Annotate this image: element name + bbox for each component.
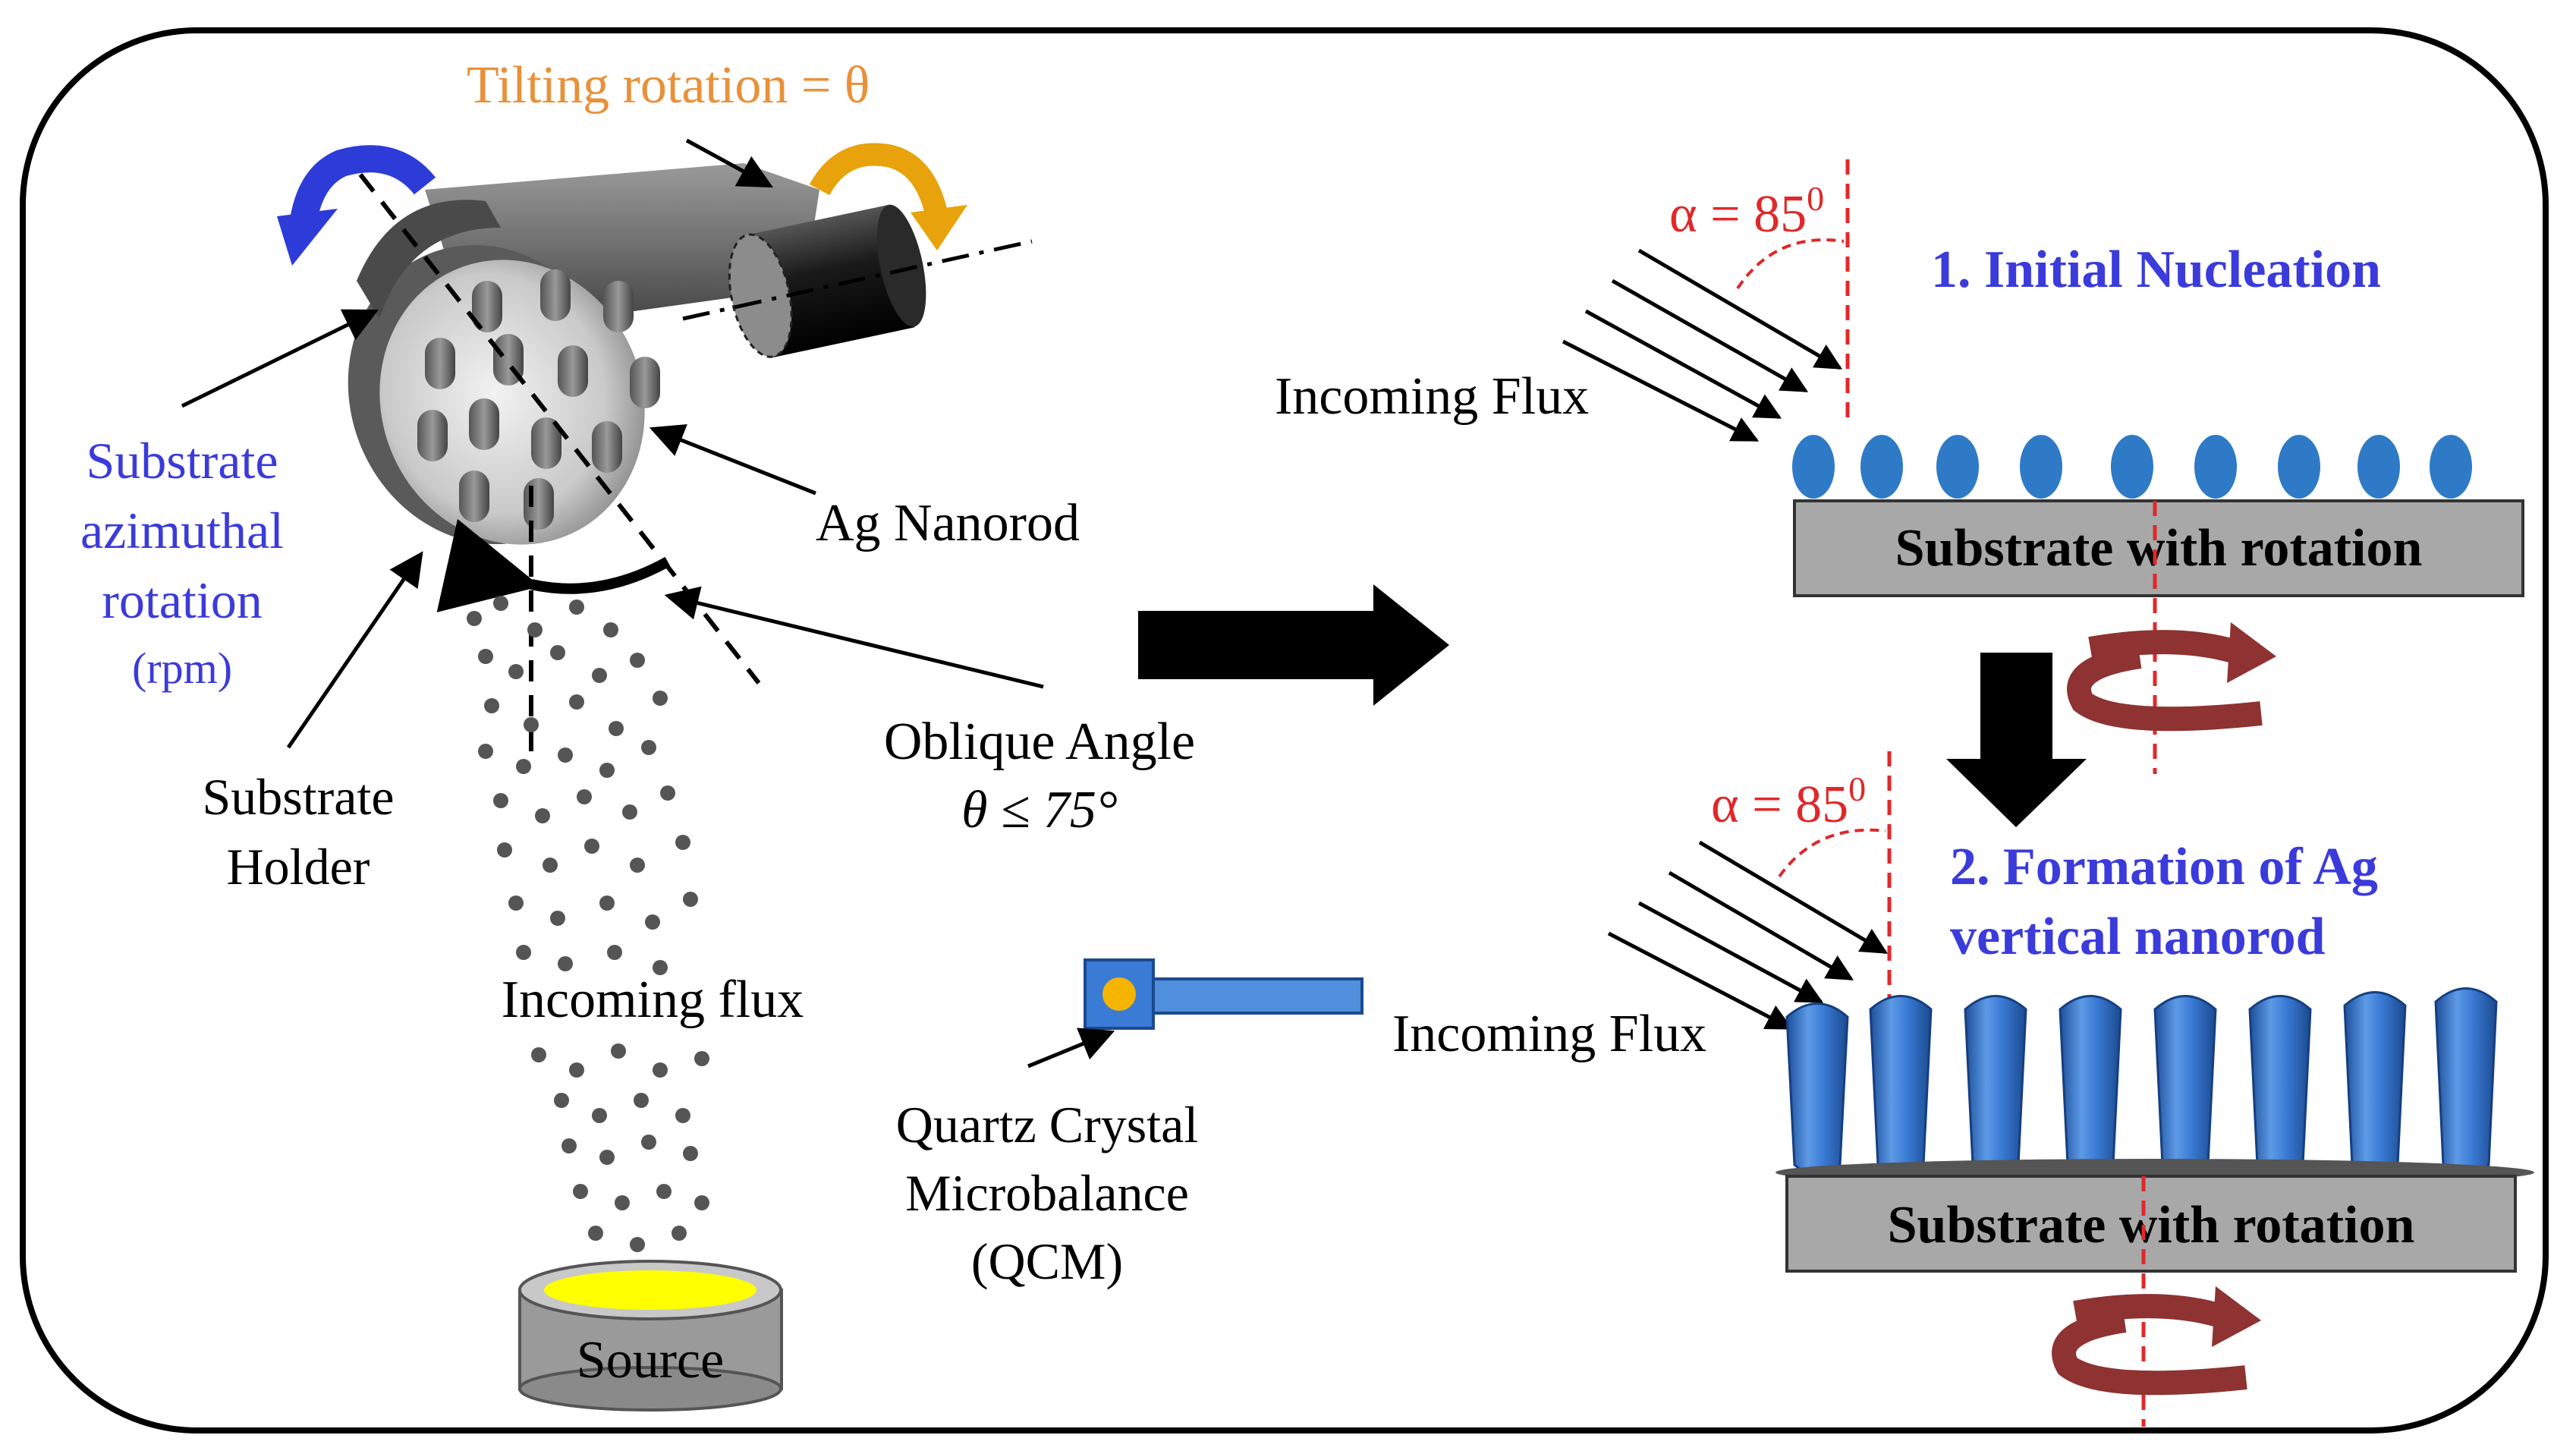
step2-title-line1: 2. Formation of Ag <box>1950 838 2378 896</box>
oblique-pointer <box>664 586 1044 689</box>
step2-flux-arrows <box>1607 840 1889 1031</box>
step1-substrate <box>1793 499 2524 597</box>
step1-nuclei <box>1792 435 2472 499</box>
step2-angle-arc <box>1778 828 1886 878</box>
holder-pointer <box>286 551 423 749</box>
step2-nanorods <box>1785 987 2498 1175</box>
flux-particles <box>467 596 709 1252</box>
step1-flux-label: Incoming Flux <box>1275 367 1589 426</box>
oblique-angle-label: Oblique Angle <box>884 713 1195 771</box>
holder-label: Substrate Holder <box>202 768 394 895</box>
azimuthal-label: Substrate azimuthal rotation (rpm) <box>80 432 284 693</box>
source-material <box>544 1270 756 1310</box>
svg-text:azimuthal: azimuthal <box>80 502 284 559</box>
tilting-label: Tilting rotation = θ <box>467 56 870 115</box>
step1-substrate-label: Substrate with rotation <box>1895 519 2423 578</box>
step1-rotation-arrow <box>2067 622 2276 732</box>
process-arrow-right <box>1138 584 1449 706</box>
step1-angle-arc <box>1736 238 1845 290</box>
incoming-flux-label-left: Incoming flux <box>502 971 804 1029</box>
step1-flux-arrows <box>1562 248 1843 442</box>
step2-alpha: α = 850 <box>1711 769 1866 834</box>
step2-flux-label: Incoming Flux <box>1392 1005 1706 1063</box>
source-label: Source <box>577 1331 724 1389</box>
qcm-device <box>1084 958 1363 1030</box>
svg-text:Quartz Crystal: Quartz Crystal <box>896 1096 1198 1153</box>
step2-substrate <box>1785 1175 2517 1273</box>
svg-text:(rpm): (rpm) <box>132 644 232 693</box>
qcm-pointer <box>1027 1028 1115 1068</box>
step2-rotation-arrow <box>2052 1286 2261 1396</box>
source-crucible <box>518 1260 783 1412</box>
svg-text:(QCM): (QCM) <box>971 1232 1123 1290</box>
step1-panel: 1. Initial Nucleation α = 850 Incoming F… <box>1275 159 2524 774</box>
nanorod-pads <box>417 269 660 530</box>
step1-alpha: α = 850 <box>1669 179 1824 244</box>
svg-text:Substrate: Substrate <box>202 768 394 826</box>
svg-text:Holder: Holder <box>227 838 370 895</box>
nanorod-label: Ag Nanorod <box>816 494 1080 552</box>
holder-disc-face <box>379 260 645 545</box>
azimuthal-pointer <box>181 309 379 408</box>
azimuthal-rotation-arrow <box>277 145 436 266</box>
tilt-axis <box>682 239 1033 321</box>
step1-title: 1. Initial Nucleation <box>1931 241 2381 299</box>
svg-text:Substrate: Substrate <box>86 432 278 489</box>
tilting-rotation-arrow <box>809 143 967 250</box>
oblique-angle-arc <box>436 518 671 612</box>
substrate-holder-assembly <box>348 163 1033 759</box>
step2-title-line2: vertical nanorod <box>1950 908 2326 966</box>
oblique-angle-value: θ ≤ 75° <box>961 781 1118 839</box>
step2-substrate-label: Substrate with rotation <box>1888 1196 2415 1254</box>
process-arrow-down <box>1946 653 2087 827</box>
tilt-label-pointer <box>685 138 773 188</box>
svg-text:rotation: rotation <box>102 571 263 629</box>
step2-panel: 2. Formation of Ag vertical nanorod α = … <box>1392 751 2534 1427</box>
qcm-label: Quartz Crystal Microbalance (QCM) <box>896 1096 1198 1290</box>
tilt-motor-cylinder <box>728 204 926 358</box>
nanorod-pointer <box>649 423 816 496</box>
svg-text:Microbalance: Microbalance <box>905 1164 1189 1222</box>
